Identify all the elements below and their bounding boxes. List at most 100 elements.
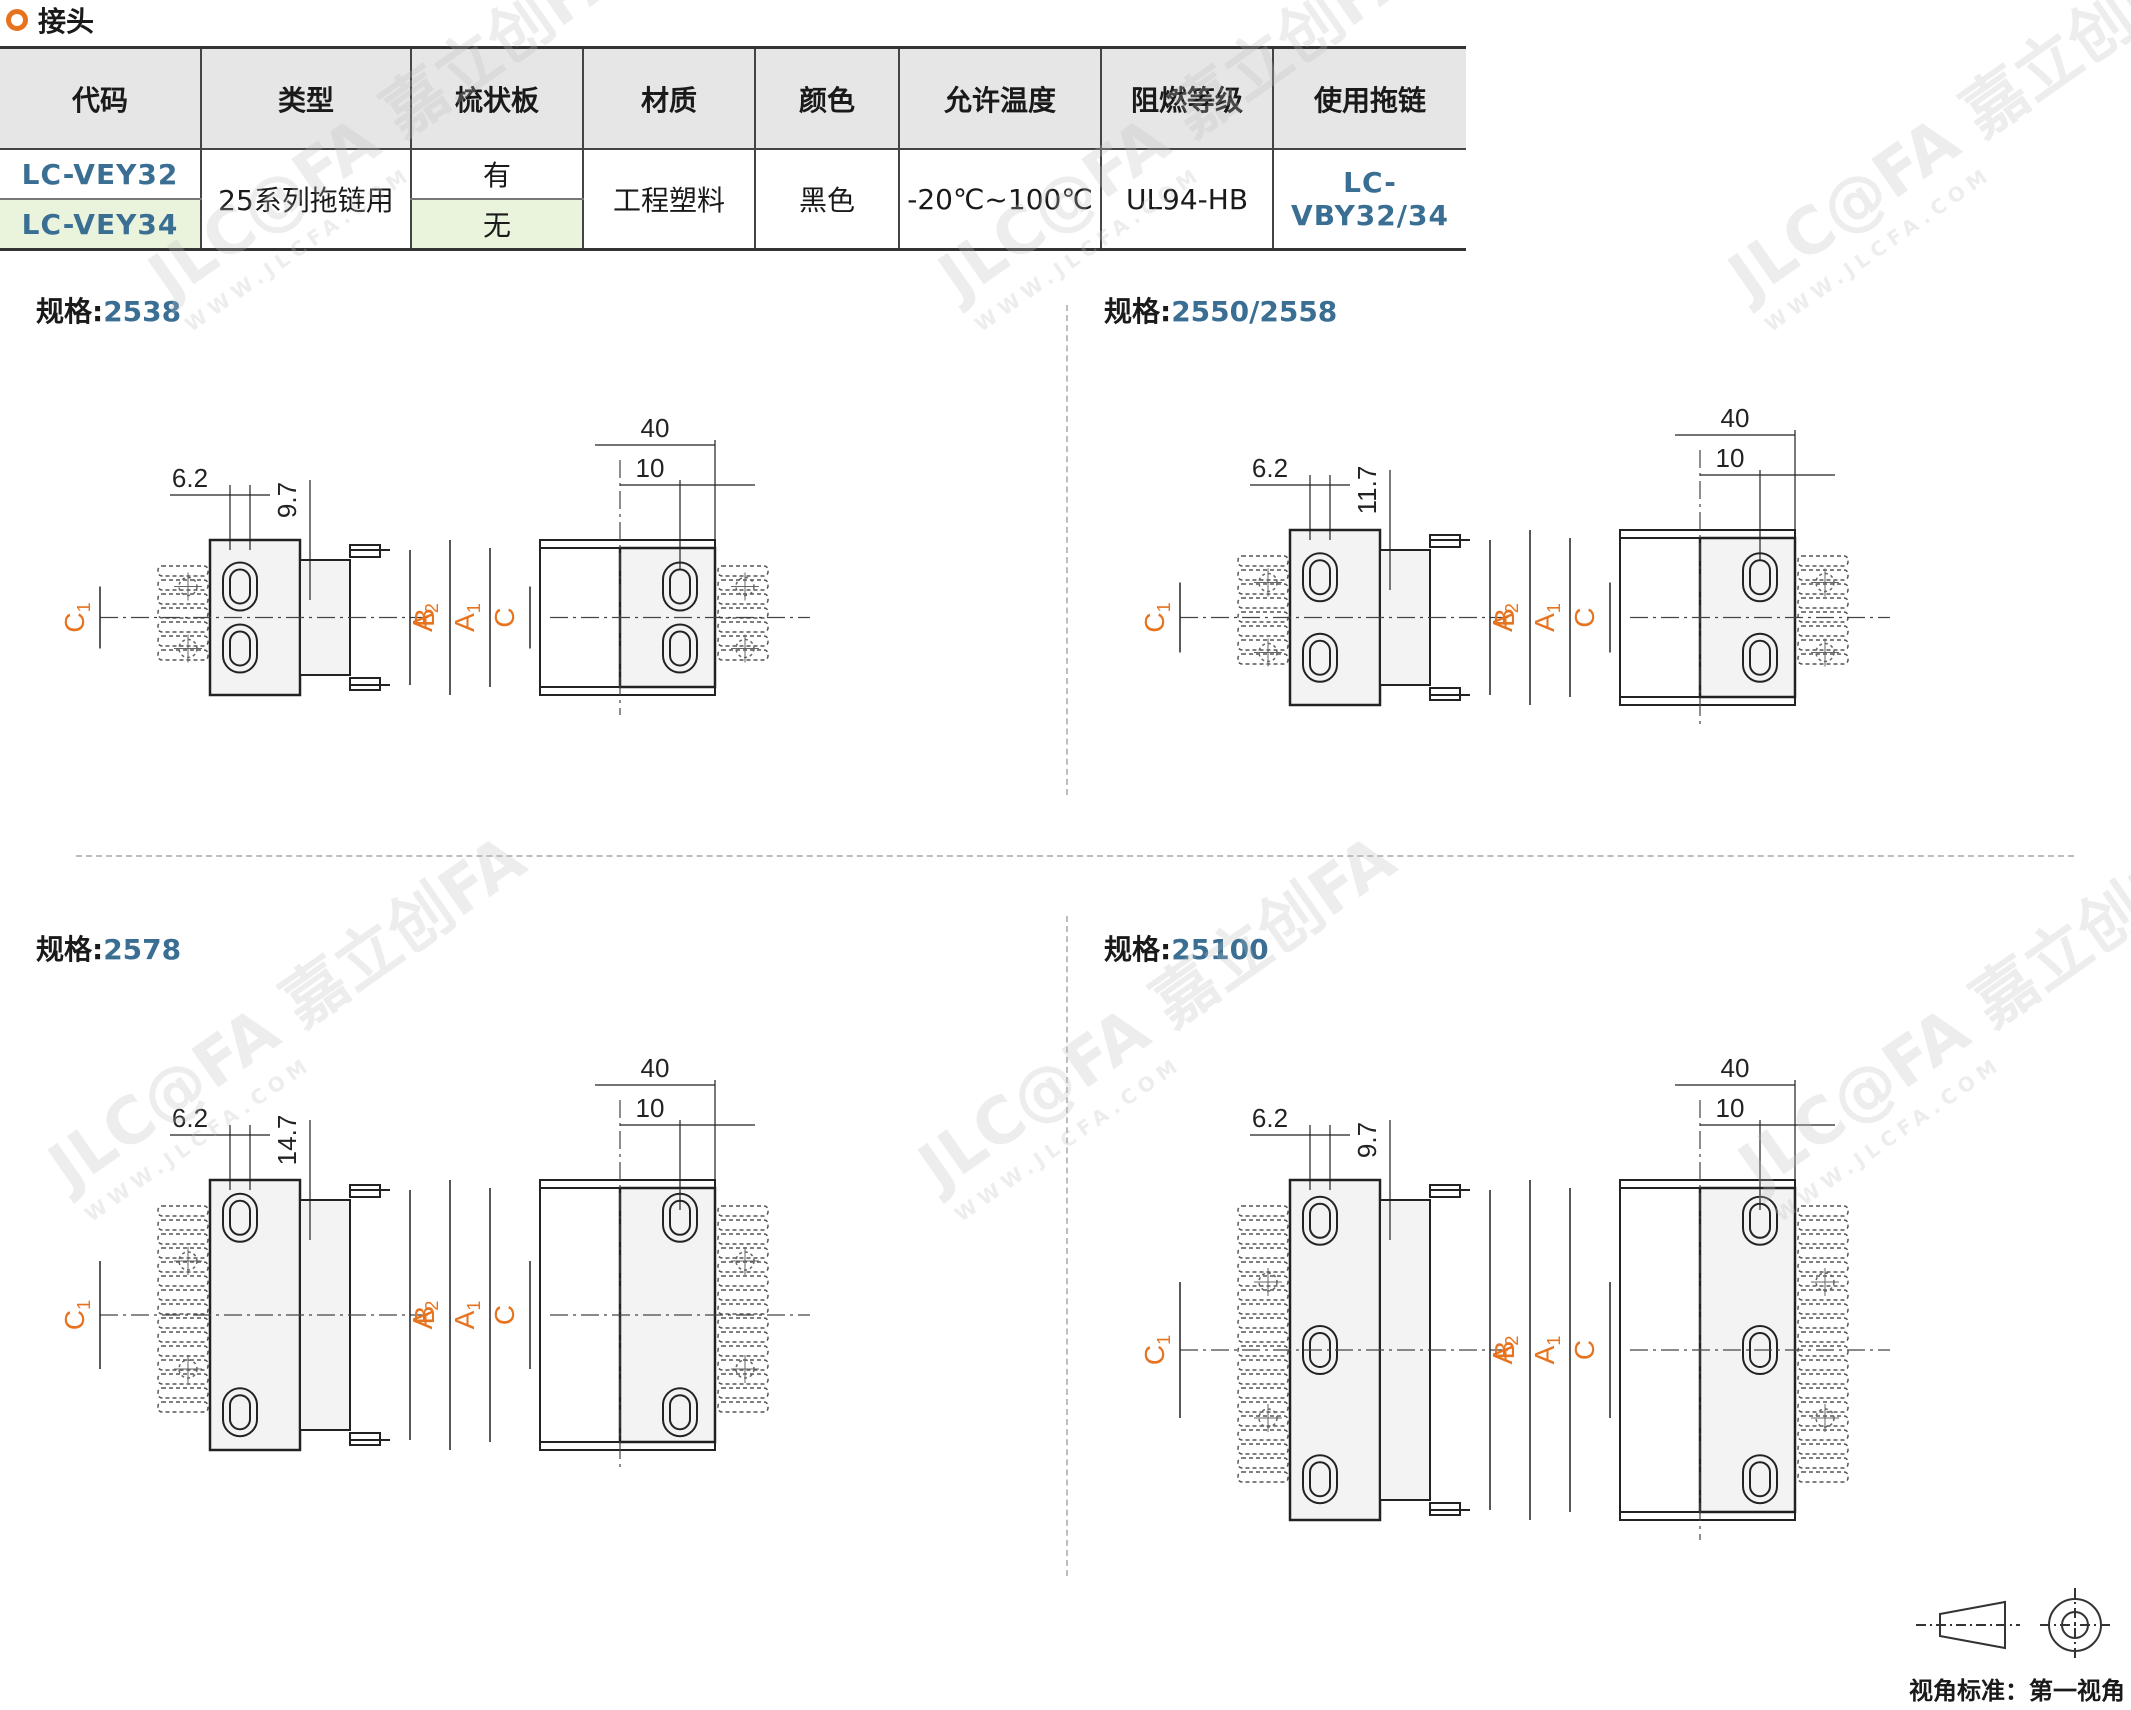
comb-tooth <box>157 607 209 619</box>
spec-label-prefix: 规格: <box>1104 295 1172 328</box>
header-type: 类型 <box>200 47 411 150</box>
dim-label-c-text: C <box>1569 1340 1600 1360</box>
comb-tooth <box>717 1275 769 1287</box>
comb-tooth <box>1237 1289 1289 1301</box>
comb-tooth <box>1797 555 1849 567</box>
mounting-slot <box>222 623 258 674</box>
comb-tooth <box>1797 597 1849 609</box>
comb-tooth <box>1797 1205 1849 1217</box>
dim-text-h: 9.7 <box>272 482 302 518</box>
section-title-text: 接头 <box>38 5 95 38</box>
comb-tooth <box>1797 1247 1849 1259</box>
comb-cell: 有 <box>410 149 583 200</box>
comb-tooth <box>717 649 769 661</box>
comb-tooth <box>157 1233 209 1245</box>
dim-text-10: 10 <box>1716 1093 1745 1123</box>
dim-text-10: 10 <box>636 453 665 483</box>
dim-label-a1-text: A1 <box>1529 1336 1564 1365</box>
comb-tooth <box>157 621 209 633</box>
comb-tooth <box>1237 1373 1289 1385</box>
comb-tooth <box>157 1303 209 1315</box>
spec-label-value: 25100 <box>1171 933 1269 966</box>
dim-label-b-text: B <box>409 608 440 627</box>
comb-tooth <box>1797 1373 1849 1385</box>
mounting-slot-inner <box>669 630 691 667</box>
dim-text-62: 6.2 <box>172 1103 208 1133</box>
mounting-slot-inner <box>229 568 251 605</box>
comb-tooth <box>1797 569 1849 581</box>
dim-label-b: B <box>409 608 440 627</box>
spec-label-2550: 规格:2550/2558 <box>1104 290 1337 330</box>
comb-tooth <box>1797 1233 1849 1245</box>
dim-text-40: 40 <box>1721 403 1750 433</box>
dim-label-c: C <box>1569 1340 1600 1360</box>
comb-tooth <box>1237 583 1289 595</box>
spec-label-value: 2578 <box>103 933 182 966</box>
comb-tooth <box>717 621 769 633</box>
mounting-slot-inner <box>229 1199 251 1236</box>
mounting-slot-inner <box>1749 1461 1771 1498</box>
comb-tooth <box>1797 583 1849 595</box>
comb-tooth <box>1237 1317 1289 1329</box>
comb-tooth <box>157 1275 209 1287</box>
comb-tooth <box>1797 1275 1849 1287</box>
mounting-slot <box>1302 552 1338 603</box>
dim-label-c-text: C <box>489 607 520 627</box>
header-color: 颜色 <box>754 47 899 150</box>
mounting-slot <box>1742 632 1778 683</box>
comb-tooth <box>1797 1401 1849 1413</box>
header-flame: 阻燃等级 <box>1100 47 1273 150</box>
dim-label-a1-text: A1 <box>449 603 484 632</box>
header-chain: 使用拖链 <box>1272 47 1466 150</box>
dim-text-10: 10 <box>636 1093 665 1123</box>
color-cell: 黑色 <box>754 149 899 250</box>
dim-label-b: B <box>1489 1341 1520 1360</box>
comb-tooth <box>1797 1359 1849 1371</box>
spec-label-value: 2538 <box>103 295 182 328</box>
divider-horizontal <box>76 855 2074 857</box>
comb-tooth <box>1237 653 1289 665</box>
dim-label-c1-text: C1 <box>1139 602 1174 632</box>
comb-tooth <box>1237 1457 1289 1469</box>
dim-label-a1: A1 <box>449 603 484 632</box>
mounting-slot <box>1302 1454 1338 1505</box>
dim-text-h: 9.7 <box>1352 1122 1382 1158</box>
comb-tooth <box>1237 1401 1289 1413</box>
comb-tooth <box>1797 1443 1849 1455</box>
comb-tooth <box>717 1303 769 1315</box>
header-material: 材质 <box>582 47 755 150</box>
dim-label-b-text: B <box>1489 608 1520 627</box>
mounting-slot-inner <box>1309 559 1331 596</box>
comb-tooth <box>717 607 769 619</box>
dim-label-b-text: B <box>409 1306 440 1325</box>
flame-cell: UL94-HB <box>1100 149 1273 250</box>
dim-label-c: C <box>1569 607 1600 627</box>
comb-tooth <box>157 1205 209 1217</box>
dim-label-a1: A1 <box>1529 603 1564 632</box>
dim-label-c1: C1 <box>1139 602 1174 632</box>
comb-tooth <box>1237 1471 1289 1483</box>
spec-label-2578: 规格:2578 <box>36 928 181 968</box>
dim-text-62: 6.2 <box>1252 453 1288 483</box>
comb-tooth <box>717 1289 769 1301</box>
comb-tooth <box>157 1219 209 1231</box>
spec-table: 代码 类型 梳状板 材质 颜色 允许温度 阻燃等级 使用拖链 LC-VEY32 … <box>0 46 1466 251</box>
dim-label-c: C <box>489 607 520 627</box>
section-title: 接头 <box>6 2 94 38</box>
code-cell: LC-VEY34 <box>0 199 201 250</box>
mounting-slot-inner <box>1749 639 1771 676</box>
comb-tooth <box>1797 1415 1849 1427</box>
mounting-slot-inner <box>669 1394 691 1431</box>
dim-text-40: 40 <box>1721 1053 1750 1083</box>
comb-tooth <box>157 579 209 591</box>
header-code: 代码 <box>0 47 201 150</box>
comb-tooth <box>1797 1303 1849 1315</box>
comb-tooth <box>1237 1345 1289 1357</box>
dim-text-62: 6.2 <box>1252 1103 1288 1133</box>
comb-tooth <box>1797 625 1849 637</box>
comb-tooth <box>157 1345 209 1357</box>
comb-tooth <box>1797 1219 1849 1231</box>
